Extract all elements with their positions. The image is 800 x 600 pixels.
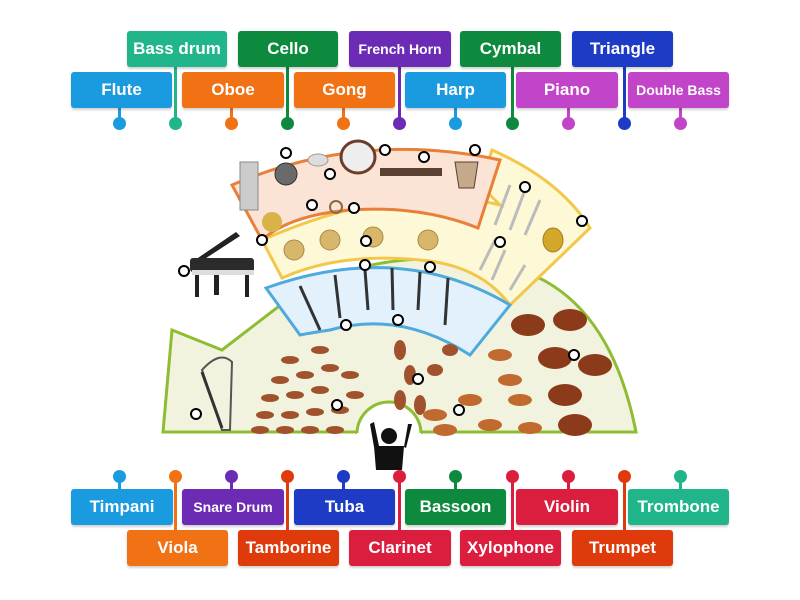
label-bass-drum[interactable]: Bass drum — [127, 31, 227, 67]
connector-dot — [337, 117, 350, 130]
connector-stem — [567, 108, 570, 123]
drop-target-marker[interactable] — [568, 349, 580, 361]
label-tuba[interactable]: Tuba — [294, 489, 395, 525]
label-harp[interactable]: Harp — [405, 72, 506, 108]
connector-dot — [506, 117, 519, 130]
horn-images — [283, 226, 439, 261]
label-double-bass[interactable]: Double Bass — [628, 72, 729, 108]
connector-dot — [169, 470, 182, 483]
connector-stem — [174, 476, 177, 530]
label-oboe[interactable]: Oboe — [182, 72, 284, 108]
label-gong[interactable]: Gong — [294, 72, 395, 108]
label-bassoon[interactable]: Bassoon — [405, 489, 506, 525]
connector-stem — [286, 476, 289, 530]
drop-target-marker[interactable] — [379, 144, 391, 156]
woodwind-images — [298, 267, 450, 331]
connector-dot — [449, 117, 462, 130]
drop-target-marker[interactable] — [519, 181, 531, 193]
connector-stem — [511, 67, 514, 123]
label-timpani[interactable]: Timpani — [71, 489, 173, 525]
connector-dot — [449, 470, 462, 483]
connector-stem — [454, 108, 457, 123]
drop-target-marker[interactable] — [469, 144, 481, 156]
drop-target-marker[interactable] — [392, 314, 404, 326]
drop-target-marker[interactable] — [494, 236, 506, 248]
drop-target-marker[interactable] — [424, 261, 436, 273]
label-xylophone[interactable]: Xylophone — [460, 530, 561, 566]
label-viola[interactable]: Viola — [127, 530, 228, 566]
connector-dot — [618, 117, 631, 130]
drop-target-marker[interactable] — [359, 259, 371, 271]
label-cello[interactable]: Cello — [238, 31, 338, 67]
connector-dot — [618, 470, 631, 483]
connector-dot — [393, 117, 406, 130]
label-flute[interactable]: Flute — [71, 72, 172, 108]
connector-dot — [113, 470, 126, 483]
connector-stem — [679, 108, 682, 123]
connector-dot — [169, 117, 182, 130]
drop-target-marker[interactable] — [190, 408, 202, 420]
connector-stem — [623, 67, 626, 123]
connector-stem — [342, 108, 345, 123]
conductor-silhouette — [370, 422, 412, 470]
connector-dot — [337, 470, 350, 483]
drop-target-marker[interactable] — [576, 215, 588, 227]
string-images — [251, 309, 612, 436]
connector-stem — [230, 108, 233, 123]
connector-dot — [506, 470, 519, 483]
connector-stem — [174, 67, 177, 123]
label-tamborine[interactable]: Tamborine — [238, 530, 339, 566]
connector-dot — [393, 470, 406, 483]
drop-target-marker[interactable] — [331, 399, 343, 411]
connector-dot — [225, 117, 238, 130]
label-clarinet[interactable]: Clarinet — [349, 530, 451, 566]
drop-target-marker[interactable] — [348, 202, 360, 214]
connector-dot — [674, 470, 687, 483]
percussion-images — [239, 139, 479, 232]
label-trombone[interactable]: Trombone — [628, 489, 729, 525]
drop-target-marker[interactable] — [360, 235, 372, 247]
drop-target-marker[interactable] — [306, 199, 318, 211]
drop-target-marker[interactable] — [412, 373, 424, 385]
piano-image — [190, 232, 254, 297]
label-snare-drum[interactable]: Snare Drum — [182, 489, 284, 525]
connector-dot — [562, 470, 575, 483]
drop-target-marker[interactable] — [324, 168, 336, 180]
harp-image — [200, 356, 234, 431]
connector-stem — [398, 476, 401, 530]
drop-target-marker[interactable] — [453, 404, 465, 416]
connector-stem — [118, 108, 121, 123]
brass-images — [478, 184, 564, 291]
connector-stem — [398, 67, 401, 123]
connector-stem — [511, 476, 514, 530]
label-violin[interactable]: Violin — [516, 489, 618, 525]
connector-stem — [286, 67, 289, 123]
drop-target-marker[interactable] — [256, 234, 268, 246]
drop-target-marker[interactable] — [418, 151, 430, 163]
label-french-horn[interactable]: French Horn — [349, 31, 451, 67]
label-triangle[interactable]: Triangle — [572, 31, 673, 67]
connector-dot — [225, 470, 238, 483]
drop-target-marker[interactable] — [178, 265, 190, 277]
label-trumpet[interactable]: Trumpet — [572, 530, 673, 566]
connector-stem — [623, 476, 626, 530]
label-piano[interactable]: Piano — [516, 72, 618, 108]
drop-target-marker[interactable] — [340, 319, 352, 331]
connector-dot — [281, 117, 294, 130]
connector-dot — [113, 117, 126, 130]
connector-dot — [281, 470, 294, 483]
connector-dot — [562, 117, 575, 130]
label-cymbal[interactable]: Cymbal — [460, 31, 561, 67]
connector-dot — [674, 117, 687, 130]
drop-target-marker[interactable] — [280, 147, 292, 159]
